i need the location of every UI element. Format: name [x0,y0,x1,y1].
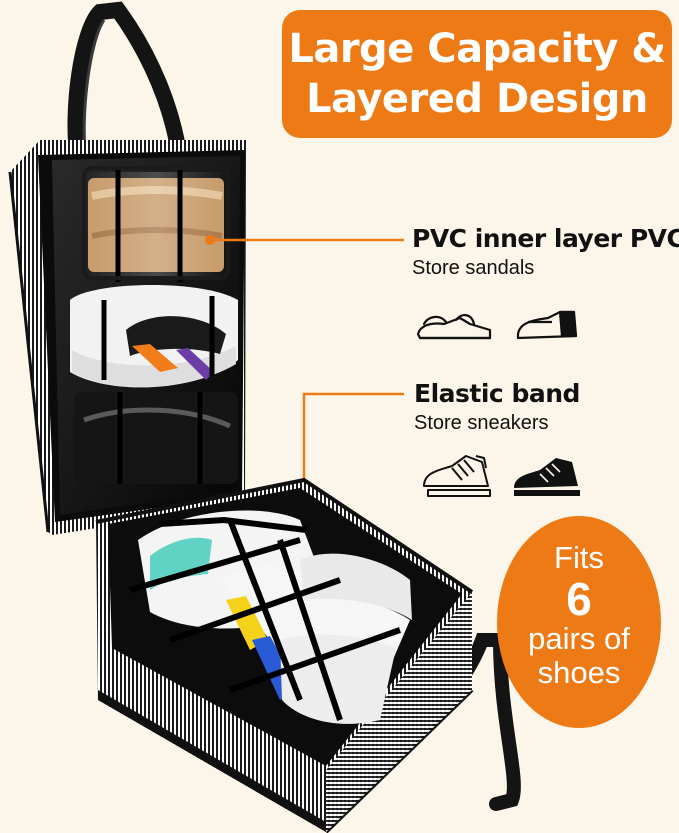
loafer-icon [516,310,578,340]
headline-line-2: Layered Design [306,76,648,122]
lid-sneaker [70,284,238,388]
callout-subtitle: Store sneakers [414,412,549,434]
sneaker-icon [514,458,580,496]
top-handle [67,1,186,170]
sneaker-outline-icon [423,455,491,497]
pvc-pocket [82,166,230,282]
callout-elastic-band: Elastic band Store sneakers [414,379,580,435]
badge-line-pairs: pairs of [528,621,630,656]
badge-line-fits: Fits [554,540,604,575]
headline-banner: Large Capacity & Layered Design [282,10,672,138]
capacity-badge-text: Fits 6 pairs of shoes [522,540,636,690]
capacity-badge [497,516,661,728]
badge-count: 6 [566,573,592,625]
sandal-icon [416,314,492,340]
headline-line-1: Large Capacity & [288,26,666,72]
callout-pvc-layer: PVC inner layer PVC Store sandals [412,224,679,280]
callout-subtitle: Store sandals [412,257,535,279]
callout-title: Elastic band [414,379,580,408]
callout-title: PVC inner layer PVC [412,224,679,253]
lid-mesh-pocket [74,392,238,484]
base-sneakers [129,510,412,724]
badge-line-shoes: shoes [537,655,621,690]
